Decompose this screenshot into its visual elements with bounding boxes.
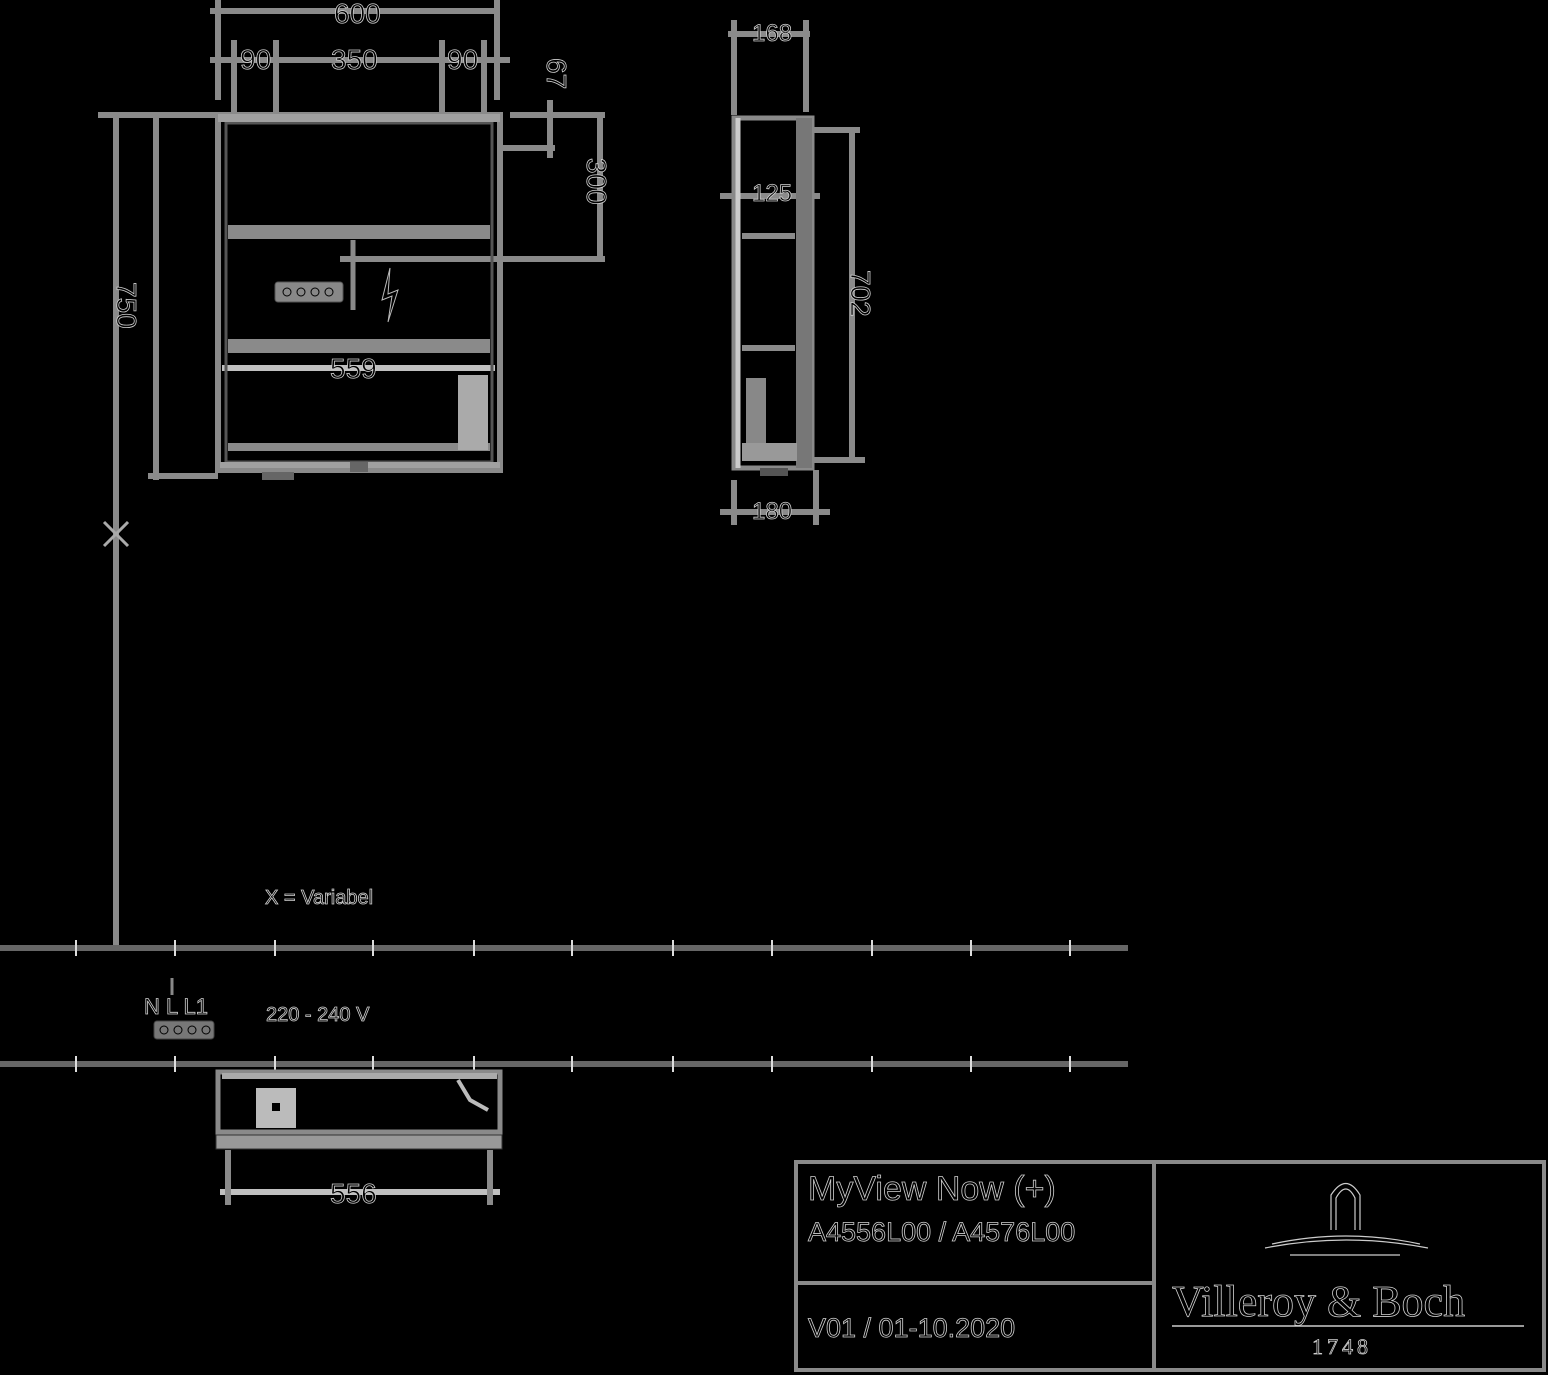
dim-width-right: 90 bbox=[447, 44, 479, 75]
article-numbers: A4556L00 / A4576L00 bbox=[808, 1217, 1076, 1247]
dim-inner-width: 559 bbox=[330, 353, 378, 384]
dim-side-inner-height: 702 bbox=[845, 270, 877, 318]
dim-socket-height: 300 bbox=[581, 158, 613, 206]
voltage-label: 220 - 240 V bbox=[266, 1004, 370, 1026]
dim-width-left: 90 bbox=[240, 44, 272, 75]
brand-year: 1748 bbox=[1312, 1334, 1372, 1359]
version-date: V01 / 01-10.2020 bbox=[808, 1313, 1016, 1343]
product-name: MyView Now (+) bbox=[808, 1170, 1057, 1208]
terminal-label: N L L1 bbox=[144, 994, 209, 1019]
dim-bottom-width: 556 bbox=[330, 1178, 378, 1209]
dim-side-bottom-depth: 180 bbox=[752, 498, 793, 525]
dim-width-center: 350 bbox=[331, 44, 379, 75]
variable-note: X = Variabel bbox=[265, 887, 374, 909]
villeroy-boch-logo-icon bbox=[1264, 1182, 1429, 1256]
dim-side-top-depth: 168 bbox=[752, 20, 793, 47]
dim-width-total: 600 bbox=[334, 0, 382, 29]
dim-height-total: 750 bbox=[111, 282, 143, 330]
dim-top-offset: 67 bbox=[541, 58, 573, 90]
dim-side-inner-depth: 125 bbox=[752, 180, 793, 207]
brand-name: Villeroy & Boch bbox=[1172, 1277, 1466, 1326]
